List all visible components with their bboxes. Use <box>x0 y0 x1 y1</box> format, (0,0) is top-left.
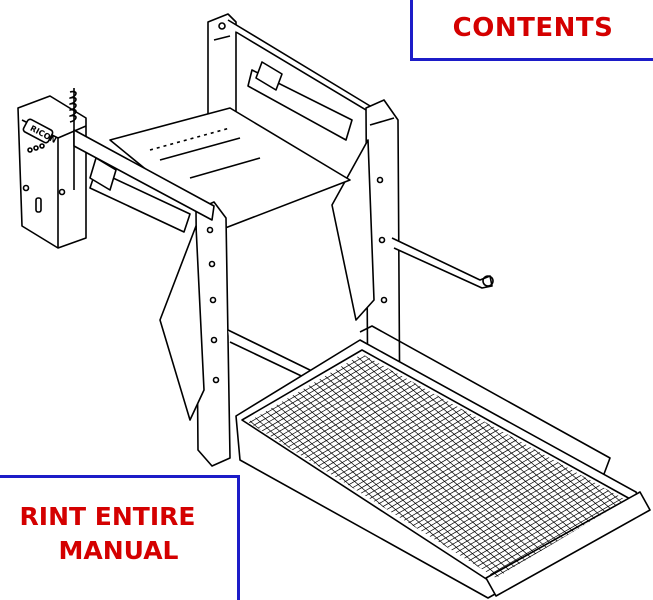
bridge-plate <box>485 491 651 597</box>
front-cylinder <box>89 169 191 233</box>
left-side-panel <box>159 225 205 421</box>
print-entire-manual-button[interactable]: RINT ENTIRE MANUAL <box>0 475 240 600</box>
front-crossbar <box>73 129 215 221</box>
right-side-panel <box>331 139 375 321</box>
front-left-tower <box>195 201 231 467</box>
coil-spring <box>69 90 77 123</box>
right-handrail <box>391 237 493 289</box>
contents-button[interactable]: CONTENTS <box>410 0 653 61</box>
print-label-line2: MANUAL <box>58 536 179 565</box>
print-label-line1: RINT ENTIRE <box>19 502 196 531</box>
